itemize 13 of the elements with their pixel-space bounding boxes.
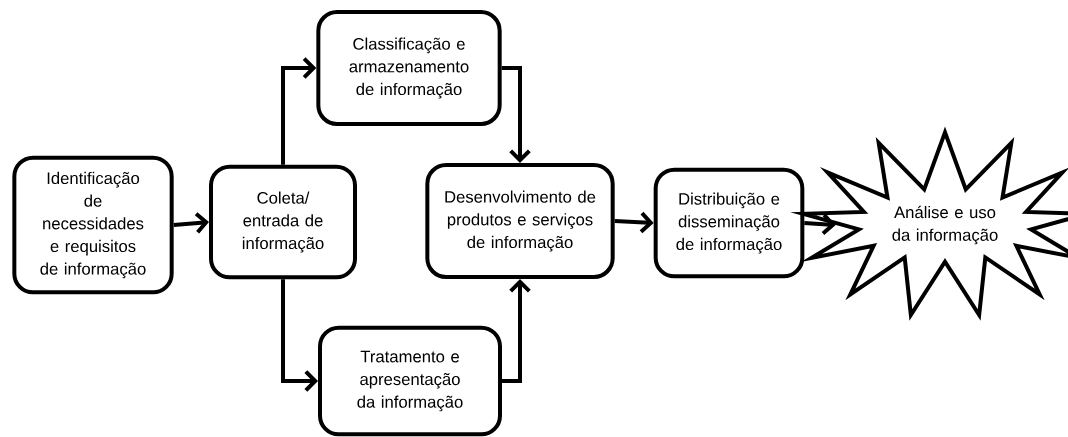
arrow bbox=[804, 213, 836, 236]
arrow bbox=[173, 212, 209, 234]
process-box: Tratamento e apresentação da informação bbox=[318, 325, 502, 437]
process-box: Classificação e armazenamento de informação bbox=[316, 10, 502, 126]
process-box: Coleta/ entrada de informação bbox=[209, 164, 357, 280]
arrow bbox=[501, 66, 531, 163]
arrow bbox=[614, 211, 654, 234]
process-box: Distribuição e disseminação de informação bbox=[653, 167, 805, 279]
arrow bbox=[502, 279, 531, 383]
arrow bbox=[281, 57, 317, 165]
arrow bbox=[281, 279, 318, 392]
process-box: Desenvolvimento de produtos e serviços de informação bbox=[425, 163, 615, 279]
process-box: Identificação de necessidades e requisitos de informação bbox=[12, 155, 174, 295]
